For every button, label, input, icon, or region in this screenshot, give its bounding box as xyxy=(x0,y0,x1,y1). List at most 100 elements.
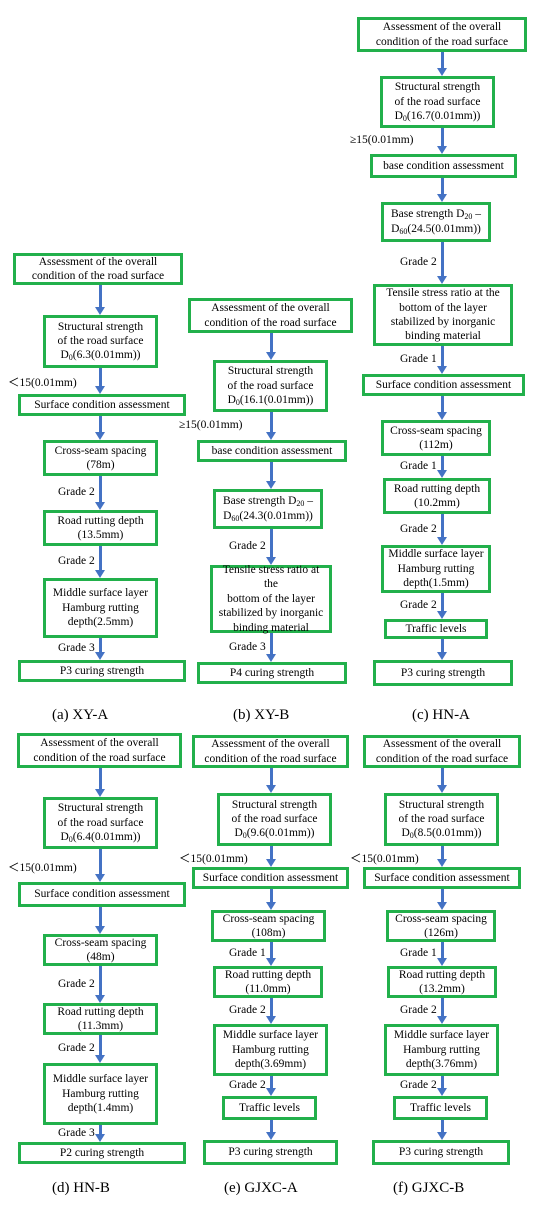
flow-box: P2 curing strength xyxy=(18,1142,186,1164)
edge-label: Grade 1 xyxy=(400,947,437,959)
flow-box-line: (126m) xyxy=(424,927,458,939)
flow-box-line: P4 curing strength xyxy=(229,666,315,679)
flow-arrow xyxy=(95,476,105,510)
flow-box-line: Road rutting depth xyxy=(224,968,312,981)
flow-arrow xyxy=(437,889,447,910)
flow-arrow xyxy=(437,128,447,154)
flow-arrow xyxy=(437,768,447,793)
flow-arrow xyxy=(437,1120,447,1140)
flow-arrow xyxy=(266,462,276,489)
flow-box-line: Hamburg rutting xyxy=(403,1043,480,1056)
flow-box: Surface condition assessment xyxy=(362,374,525,396)
flow-box-line: Tensile stress ratio at the xyxy=(222,564,320,591)
flow-arrow xyxy=(437,346,447,374)
flow-box: Base strength D20 –D60(24.5(0.01mm)) xyxy=(381,202,491,242)
flow-box: Cross-seam spacing(126m) xyxy=(386,910,496,942)
flow-box-line: Assessment of the overall xyxy=(38,255,158,268)
edge-label: Grade 2 xyxy=(400,1004,437,1016)
flow-box-line: Cross-seam spacing xyxy=(54,936,147,949)
edge-label: Grade 2 xyxy=(400,599,437,611)
flow-box-line: D0(6.4(0.01mm)) xyxy=(60,830,141,844)
flow-box: Surface condition assessment xyxy=(18,394,186,416)
flow-box-line: binding material xyxy=(405,330,481,343)
flow-box-line: (11.3mm) xyxy=(77,1020,124,1032)
flow-box-line: stabilized by inorganic xyxy=(390,316,496,328)
flow-arrow xyxy=(266,1076,276,1096)
flow-box: Surface condition assessment xyxy=(363,867,521,889)
flow-box-line: depth(3.69mm) xyxy=(234,1058,307,1071)
flow-box-line: (108m) xyxy=(251,927,286,939)
flow-box: Assessment of the overall condition of th… xyxy=(13,253,183,285)
flow-box-line: condition of the road surface xyxy=(31,270,165,282)
flow-arrow xyxy=(437,998,447,1024)
flow-arrow xyxy=(266,412,276,440)
flow-box-line: of the road surface xyxy=(398,813,485,825)
figure-caption: (e) GJXC-A xyxy=(224,1180,298,1196)
flow-arrow xyxy=(266,333,276,360)
flow-box: Traffic levels xyxy=(384,619,488,639)
flow-box-line: P3 curing strength xyxy=(59,664,145,677)
flow-box-line: depth(1.4mm) xyxy=(67,1102,134,1115)
edge-label: Grade 3 xyxy=(229,640,266,653)
flow-box-line: Middle surface layer xyxy=(222,1029,319,1042)
flow-arrow xyxy=(266,889,276,910)
edge-label: Grade 2 xyxy=(229,1079,266,1091)
flow-box: base condition assessment xyxy=(370,154,517,178)
flow-box-line: Structural strength xyxy=(57,802,144,815)
flow-arrow xyxy=(437,456,447,478)
flow-box: Traffic levels xyxy=(393,1096,488,1120)
flow-box-line: (112m) xyxy=(419,439,453,451)
flow-arrow xyxy=(95,368,105,394)
flow-box-line: (13.2mm) xyxy=(419,983,465,995)
figure-caption: (b) XY-B xyxy=(233,707,290,723)
flow-arrow xyxy=(95,638,105,660)
flow-box-line: Traffic levels xyxy=(409,1101,471,1114)
flow-box-line: Structural strength xyxy=(57,320,144,333)
flow-box: P3 curing strength xyxy=(373,660,513,686)
flow-box-line: Assessment of the overall xyxy=(211,302,330,315)
flow-box-line: P3 curing strength xyxy=(398,1146,484,1159)
flow-box-line: bottom of the layer xyxy=(227,592,315,605)
flow-box: Road rutting depth(13.2mm) xyxy=(387,966,497,998)
flow-box-line: condition of the road surface xyxy=(375,35,509,48)
flow-arrow xyxy=(437,178,447,202)
flow-box-line: Cross-seam spacing xyxy=(390,424,482,437)
flow-box: Traffic levels xyxy=(222,1096,317,1120)
flow-box: P3 curing strength xyxy=(203,1140,338,1165)
flow-arrow xyxy=(266,942,276,966)
flow-box-line: D0(16.7(0.01mm)) xyxy=(394,109,481,123)
flow-box-line: Base strength D20 – xyxy=(390,208,482,221)
flow-arrow xyxy=(437,639,447,660)
flow-box: Road rutting depth(13.5mm) xyxy=(43,510,158,546)
flow-box-line: Road rutting depth xyxy=(393,482,481,495)
flow-box-line: Structural strength xyxy=(231,798,318,811)
flow-box-line: Hamburg rutting xyxy=(62,1087,139,1100)
edge-label: Grade 1 xyxy=(229,947,266,959)
flow-box-line: Surface condition assessment xyxy=(202,871,339,884)
flow-box: base condition assessment xyxy=(197,440,347,462)
flow-box: P3 curing strength xyxy=(372,1140,510,1165)
edge-label: Grade 2 xyxy=(400,1079,437,1091)
edge-label: ＜15(0.01mm) xyxy=(350,852,419,865)
flow-box-line: P3 curing strength xyxy=(228,1146,313,1159)
flow-arrow xyxy=(266,529,276,565)
edge-label: Grade 2 xyxy=(58,555,95,567)
flow-box-line: Traffic levels xyxy=(238,1101,300,1114)
flow-box-line: (48m) xyxy=(86,951,115,963)
flow-box: Base strength D20 –D60(24.3(0.01mm)) xyxy=(213,489,323,529)
flow-arrow xyxy=(95,285,105,315)
flow-box-line: P3 curing strength xyxy=(400,666,486,679)
flow-box-line: Cross-seam spacing xyxy=(222,912,315,925)
flow-arrow xyxy=(95,907,105,934)
flow-arrow xyxy=(95,1125,105,1142)
flow-box-line: of the road surface xyxy=(227,379,314,392)
